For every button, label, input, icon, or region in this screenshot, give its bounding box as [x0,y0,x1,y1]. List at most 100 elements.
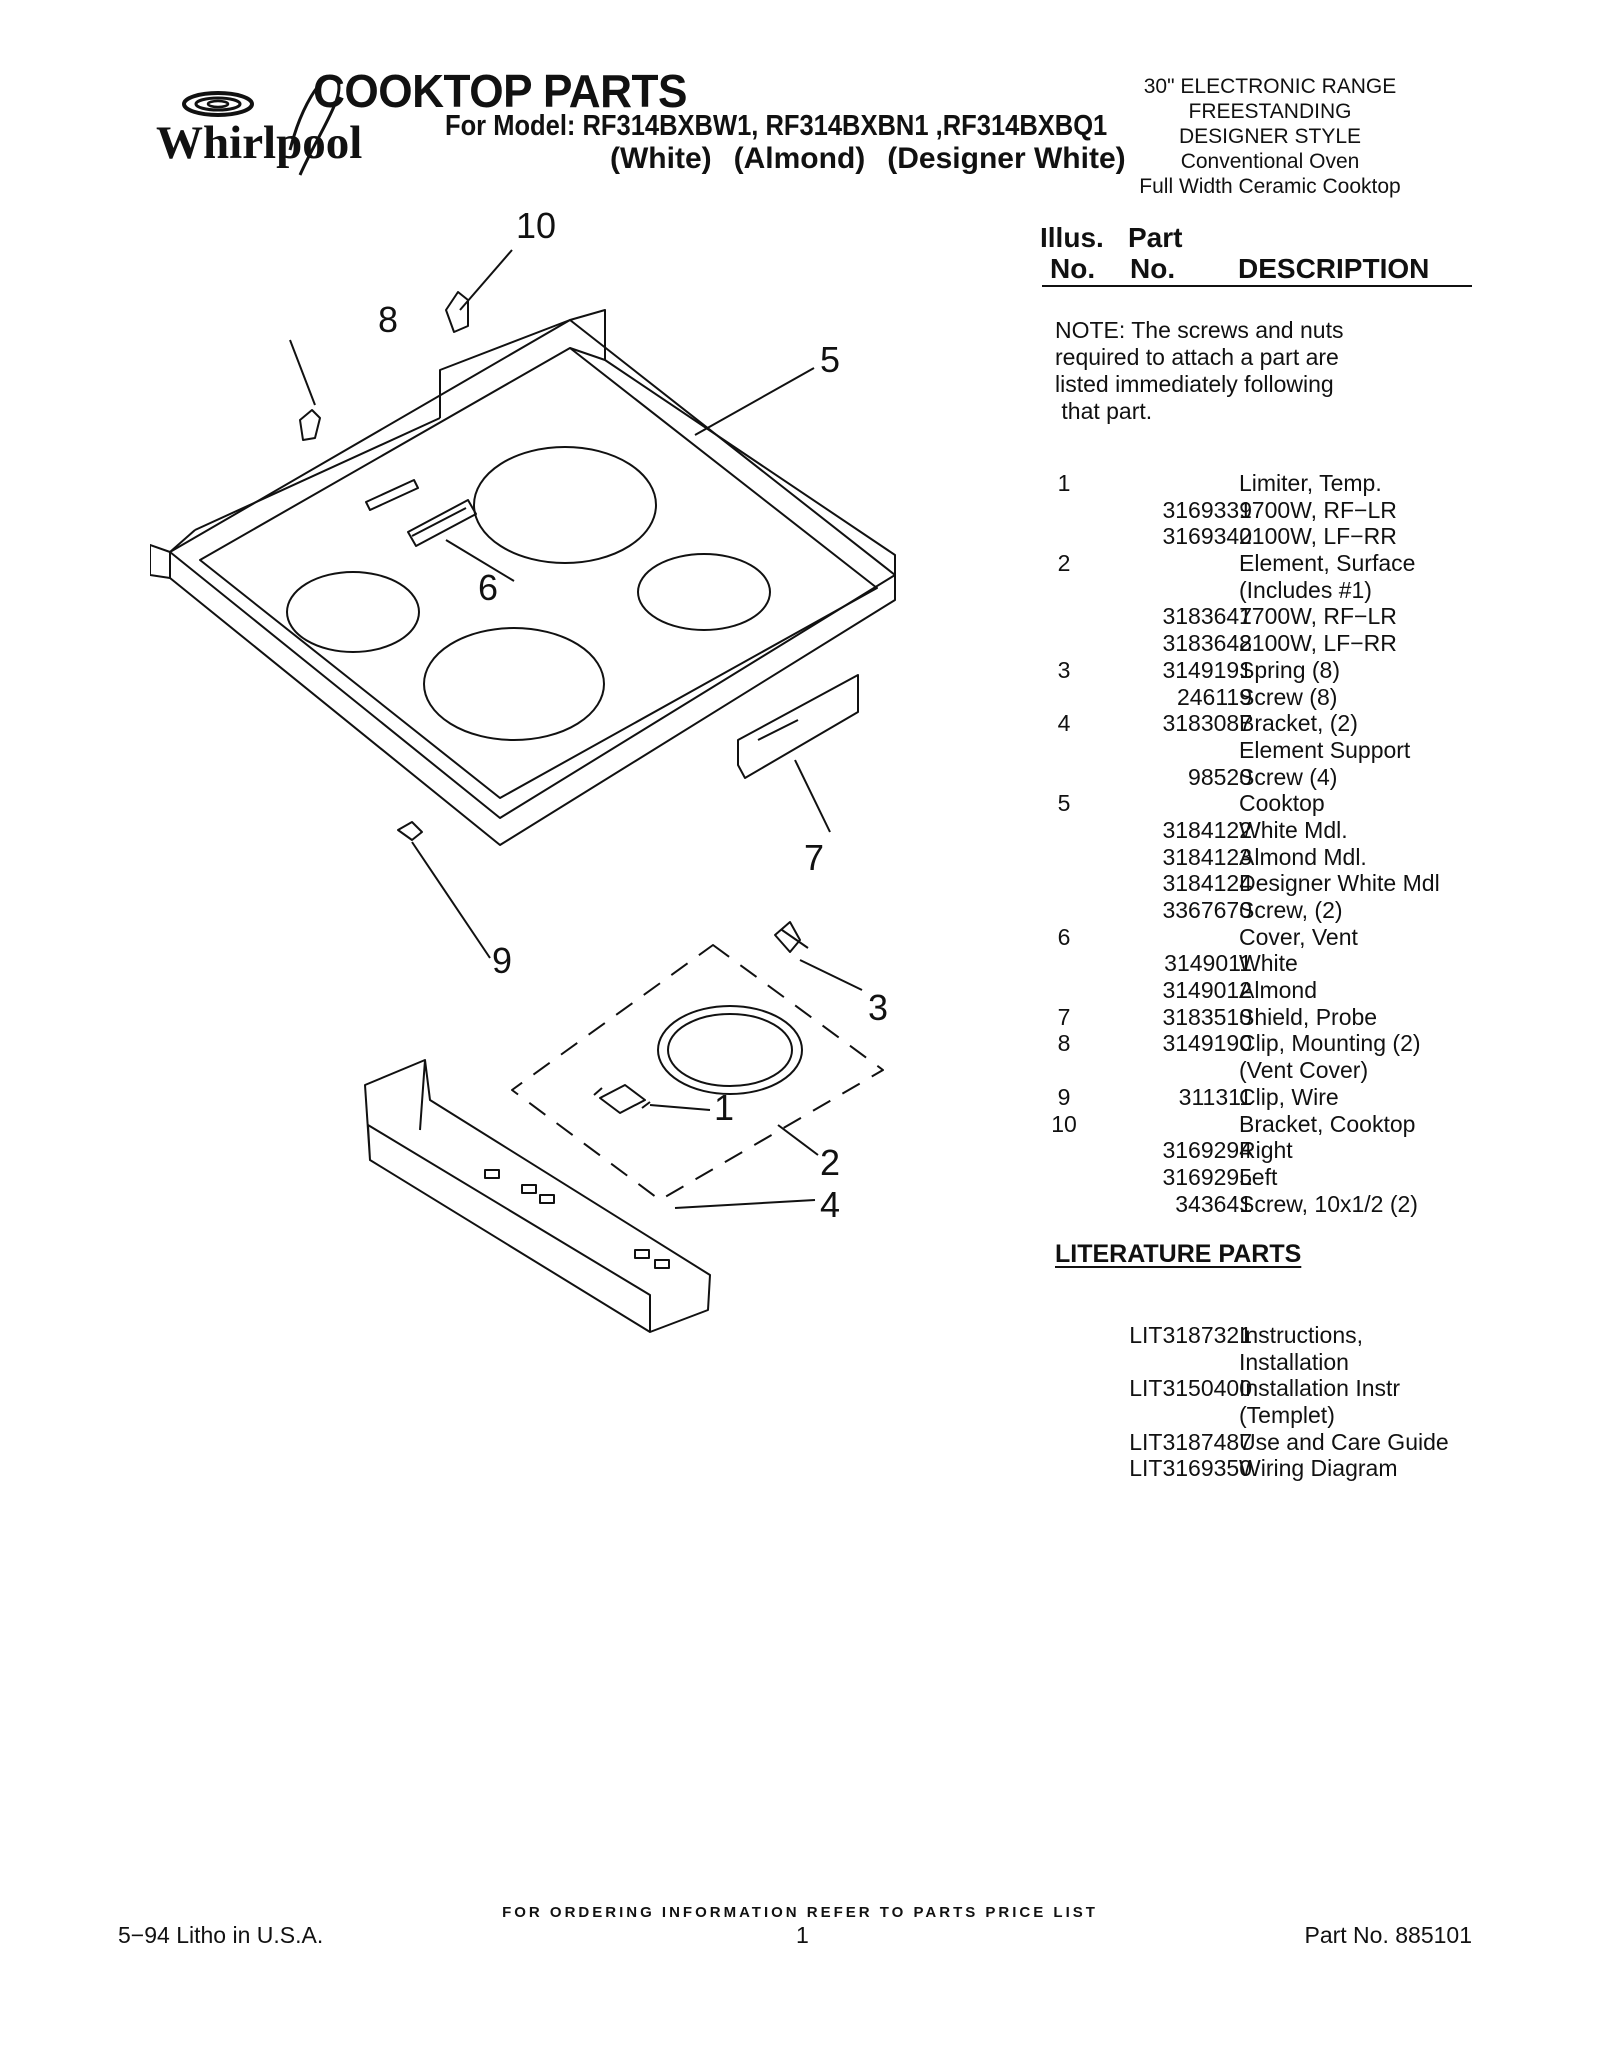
part-number: 3169339 [1162,496,1252,523]
illus-number: 5 [1057,790,1071,817]
illus-number: 3 [1057,656,1071,683]
parts-table-header: Illus. Part No. No. DESCRIPTION [1040,222,1470,284]
part-number: 246119 [1176,683,1252,710]
model-line: For Model: RF314BXBW1, RF314BXBN1 ,RF314… [445,110,1108,142]
part-row: (Includes #1) [1040,577,1500,604]
part-number: LIT3187321 [1129,1322,1252,1348]
part-number: 3149190 [1162,1030,1252,1057]
note-line: NOTE: The screws and nuts [1055,317,1344,343]
callout-5: 5 [820,339,840,380]
surface-element [657,1005,803,1095]
cooktop-outline [150,309,896,846]
part-description: Element Support [1239,736,1411,763]
lit-row: Installation [1040,1349,1500,1376]
literature-heading: LITERATURE PARTS [1055,1240,1302,1268]
mounting-clip [299,409,321,441]
part-description: (Vent Cover) [1239,1057,1369,1084]
callout-4: 4 [820,1184,840,1225]
part-description: Installation Instr [1239,1375,1401,1402]
finish-designer-white: (Designer White) [887,142,1126,175]
part-description: 1700W, RF−LR [1239,603,1397,630]
part-description: Element, Surface [1239,550,1416,577]
part-description: Wiring Diagram [1239,1455,1398,1482]
burner-large-rear [473,446,657,564]
part-description: Clip, Mounting (2) [1239,1030,1421,1057]
spec-line: 30" ELECTRONIC RANGE [1143,75,1397,98]
probe-shield [737,674,859,779]
spec-block: 30" ELECTRONIC RANGE FREESTANDING DESIGN… [1120,74,1420,199]
spring [774,921,809,953]
part-row: (Vent Cover) [1040,1057,1500,1084]
part-number: 3183647 [1162,603,1252,630]
part-description: Right [1239,1137,1293,1164]
finish-line: (White)(Almond)(Designer White) [610,142,1126,176]
header-illus: Illus. [1040,222,1104,253]
temp-limiter [593,1084,651,1114]
callout-1: 1 [714,1087,734,1128]
part-description: Use and Care Guide [1239,1428,1449,1455]
part-description: Designer White Mdl [1239,870,1440,897]
part-description: Screw, (2) [1239,897,1343,923]
ordering-note: FOR ORDERING INFORMATION REFER TO PARTS … [502,1904,1098,1921]
part-description: Shield, Probe [1239,1003,1378,1030]
illus-number: 2 [1057,550,1071,577]
spec-line: Conventional Oven [1180,150,1360,173]
illus-number: 1 [1057,470,1071,496]
part-description: Spring (8) [1239,656,1340,683]
part-description: 2100W, LF−RR [1239,523,1397,550]
vent-cover [407,499,477,547]
page-title: COOKTOP PARTS [312,65,688,117]
part-description: (Templet) [1239,1402,1335,1429]
part-description: White Mdl. [1239,816,1348,843]
part-description: Installation [1239,1348,1349,1375]
callout-6: 6 [478,567,498,608]
note-line: that part. [1055,398,1153,424]
part-description: Clip, Wire [1239,1083,1339,1110]
burner-right [637,553,771,631]
part-number: 3149012 [1162,977,1252,1004]
header-illus-no: No. [1050,253,1096,284]
part-number: 3169294 [1162,1137,1252,1164]
header-rule [1042,285,1472,287]
spec-line: FREESTANDING [1188,100,1352,123]
litho-note: 5−94 Litho in U.S.A. [118,1922,324,1948]
part-number: 3183087 [1162,710,1252,737]
part-number: 3184123 [1162,843,1252,870]
illus-number: 10 [1051,1110,1077,1137]
illus-number: 9 [1057,1083,1071,1110]
element-support-bracket [364,1059,711,1333]
part-number: 3169295 [1162,1163,1252,1190]
part-number: 311311 [1178,1083,1252,1110]
spec-line: DESIGNER STYLE [1178,125,1362,148]
illus-number: 8 [1057,1030,1071,1057]
callout-10: 10 [516,205,556,246]
part-number: 3183648 [1162,630,1252,657]
part-number: LIT3169350 [1129,1455,1252,1482]
part-description: Instructions, [1239,1322,1363,1348]
part-number: 98520 [1188,763,1252,790]
part-description: 2100W, LF−RR [1239,630,1397,657]
header-part: Part [1128,222,1183,253]
part-description: Screw (8) [1239,683,1338,710]
finish-white: (White) [610,142,712,175]
whirlpool-logo: Whirlpool [156,75,362,176]
part-description: Cover, Vent [1239,923,1358,950]
part-number: 3149191 [1162,656,1252,683]
